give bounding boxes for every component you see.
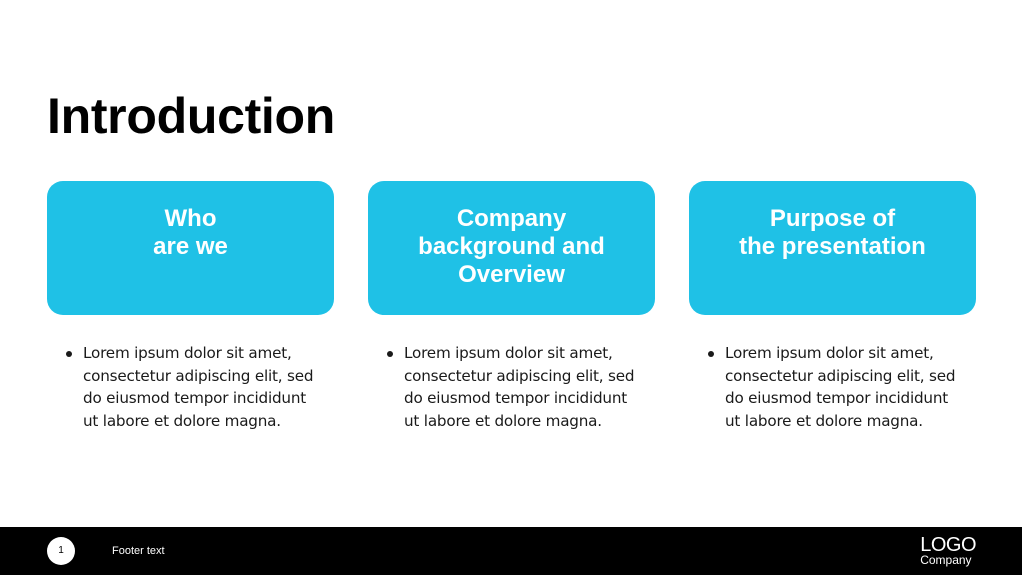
logo-company-name: Company [920, 553, 972, 567]
bullet-item: Lorem ipsum dolor sit amet, consectetur … [385, 342, 645, 432]
footer-bar: 1 Footer text LOGO Company [0, 527, 1022, 575]
bullet-item: Lorem ipsum dolor sit amet, consectetur … [706, 342, 966, 432]
logo-mark: LOGO [920, 534, 976, 556]
company-logo: LOGO Company [920, 534, 976, 567]
card-label: Who are we [153, 205, 228, 260]
footer-text: Footer text [112, 545, 165, 557]
bullet-icon [387, 351, 393, 357]
bullet-text: Lorem ipsum dolor sit amet, consectetur … [83, 344, 314, 430]
card-company-background: Company background and Overview [368, 181, 655, 315]
card-purpose: Purpose of the presentation [689, 181, 976, 315]
page-number-badge: 1 [47, 537, 75, 565]
bullet-text: Lorem ipsum dolor sit amet, consectetur … [725, 344, 956, 430]
card-label: Purpose of the presentation [739, 205, 926, 260]
card-who-are-we: Who are we [47, 181, 334, 315]
card-label: Company background and Overview [418, 205, 605, 288]
bullet-icon [708, 351, 714, 357]
bullet-item: Lorem ipsum dolor sit amet, consectetur … [64, 342, 324, 432]
slide-title: Introduction [47, 88, 336, 144]
bullet-list-who-are-we: Lorem ipsum dolor sit amet, consectetur … [64, 342, 324, 432]
bullet-list-purpose: Lorem ipsum dolor sit amet, consectetur … [706, 342, 966, 432]
bullet-text: Lorem ipsum dolor sit amet, consectetur … [404, 344, 635, 430]
bullet-icon [66, 351, 72, 357]
bullet-list-company-background: Lorem ipsum dolor sit amet, consectetur … [385, 342, 645, 432]
